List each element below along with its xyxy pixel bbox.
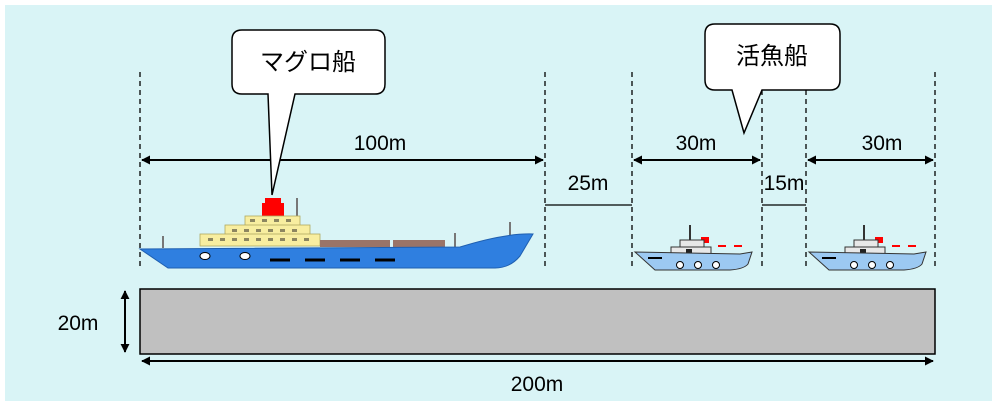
tuna-ship-illustration [138, 198, 534, 269]
tuna-length-label: 100m [354, 132, 407, 155]
gap-2-label: 15m [764, 172, 805, 195]
live-fish-callout-label: 活魚船 [736, 43, 808, 70]
live-fish-ship-1-illustration [633, 225, 753, 271]
reference-lines [139, 72, 936, 268]
live-fish-ship-2-illustration [807, 225, 927, 271]
pier-width-label: 20m [58, 312, 99, 335]
live-fish-2-length-label: 30m [862, 132, 903, 155]
pier [139, 288, 936, 355]
live-fish-1-length-label: 30m [676, 132, 717, 155]
gap-1-label: 25m [568, 172, 609, 195]
pier-length-label: 200m [511, 373, 564, 396]
live-fish-callout-bubble [704, 23, 841, 136]
tuna-callout-label: マグロ船 [260, 49, 356, 76]
tuna-callout-bubble [231, 29, 386, 196]
